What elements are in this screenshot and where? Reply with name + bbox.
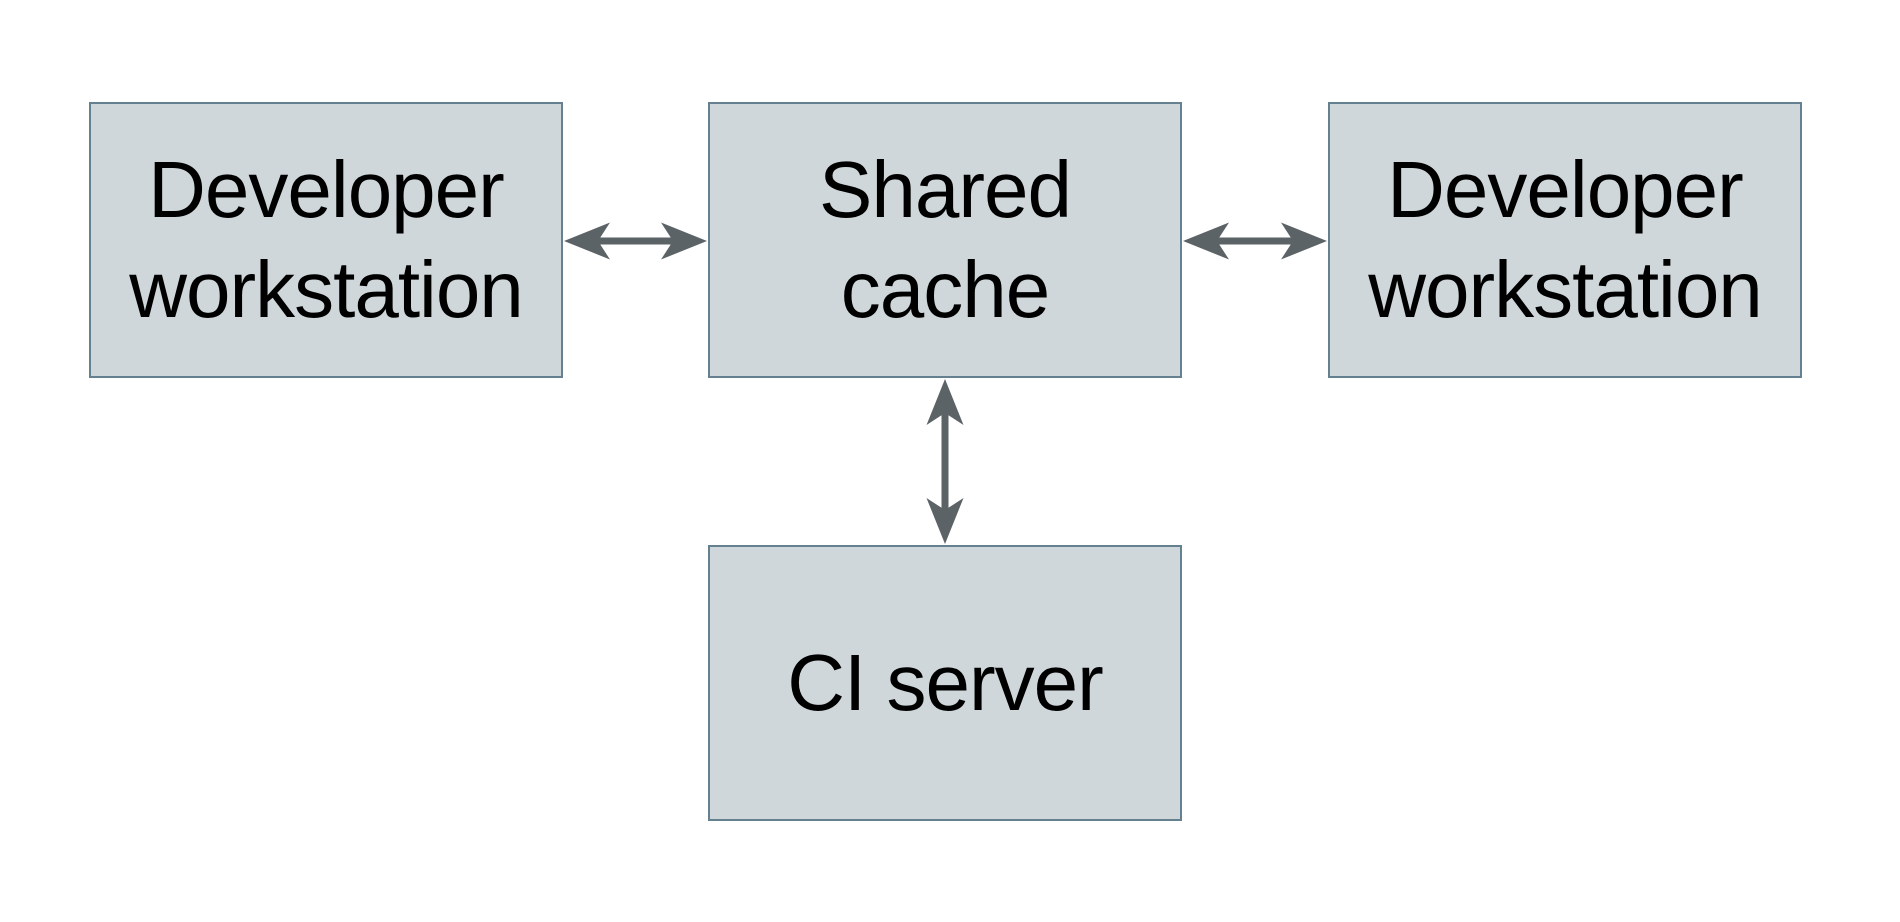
node-label: Developer workstation: [129, 145, 524, 334]
node-label: Shared cache: [819, 145, 1072, 334]
double-arrow-horizontal-icon: [1183, 222, 1327, 260]
bidirectional-arrow-left-workstation-to-cache: [563, 221, 708, 261]
bidirectional-arrow-cache-to-ci-server: [925, 378, 965, 545]
node-label: Developer workstation: [1368, 145, 1763, 334]
node-ci-server: CI server: [708, 545, 1182, 821]
double-arrow-vertical-icon: [926, 379, 964, 544]
node-shared-cache: Shared cache: [708, 102, 1182, 378]
node-label: CI server: [787, 638, 1103, 727]
double-arrow-horizontal-icon: [564, 222, 707, 260]
bidirectional-arrow-cache-to-right-workstation: [1182, 221, 1328, 261]
node-developer-workstation-right: Developer workstation: [1328, 102, 1802, 378]
node-developer-workstation-left: Developer workstation: [89, 102, 563, 378]
